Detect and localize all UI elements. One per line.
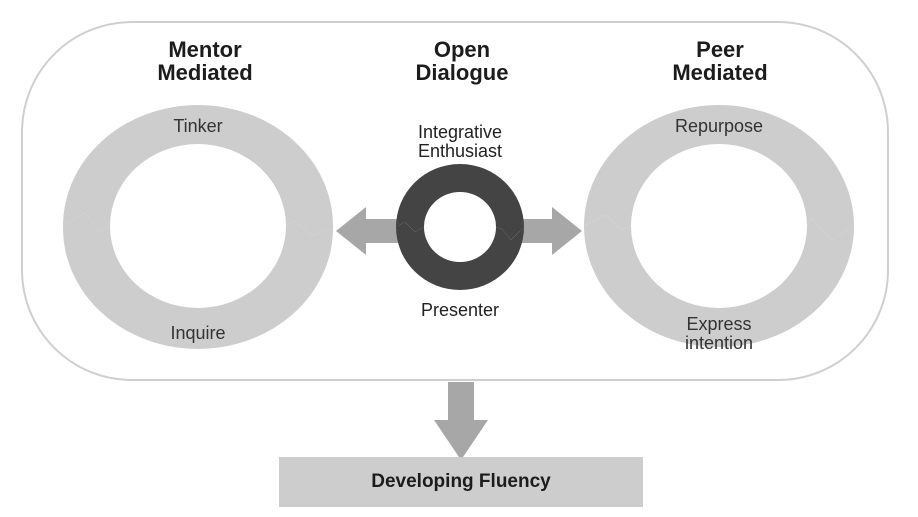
mentor-bottom-label: Inquire — [170, 323, 226, 343]
mentor-ring-bottom-arc — [63, 213, 333, 349]
open-dialogue-heading: Open Dialogue — [415, 37, 509, 85]
mentor-heading: Mentor Mediated — [157, 37, 253, 85]
open-bottom-label: Presenter — [420, 300, 500, 320]
open-top-label: Integrative Enthusiast — [417, 122, 503, 161]
peer-ring — [584, 105, 854, 347]
open-ring-top-arc — [396, 164, 524, 240]
developing-fluency-box — [279, 457, 643, 507]
peer-bottom-label: Express intention — [684, 314, 754, 353]
mentor-top-label: Tinker — [173, 116, 223, 136]
peer-ring-top-arc — [584, 105, 854, 240]
open-ring-bottom-arc — [396, 222, 524, 290]
open-dialogue-ring — [396, 164, 524, 290]
arrow-down — [434, 382, 488, 460]
peer-top-label: Repurpose — [674, 116, 764, 136]
developing-fluency-label: Developing Fluency — [371, 471, 551, 492]
peer-heading: Peer Mediated — [672, 37, 768, 85]
mentor-ring-top-arc — [63, 105, 333, 236]
peer-ring-bottom-arc — [584, 215, 854, 347]
mentor-ring — [63, 105, 333, 349]
arrow-left — [336, 207, 398, 255]
arrow-right — [520, 207, 582, 255]
